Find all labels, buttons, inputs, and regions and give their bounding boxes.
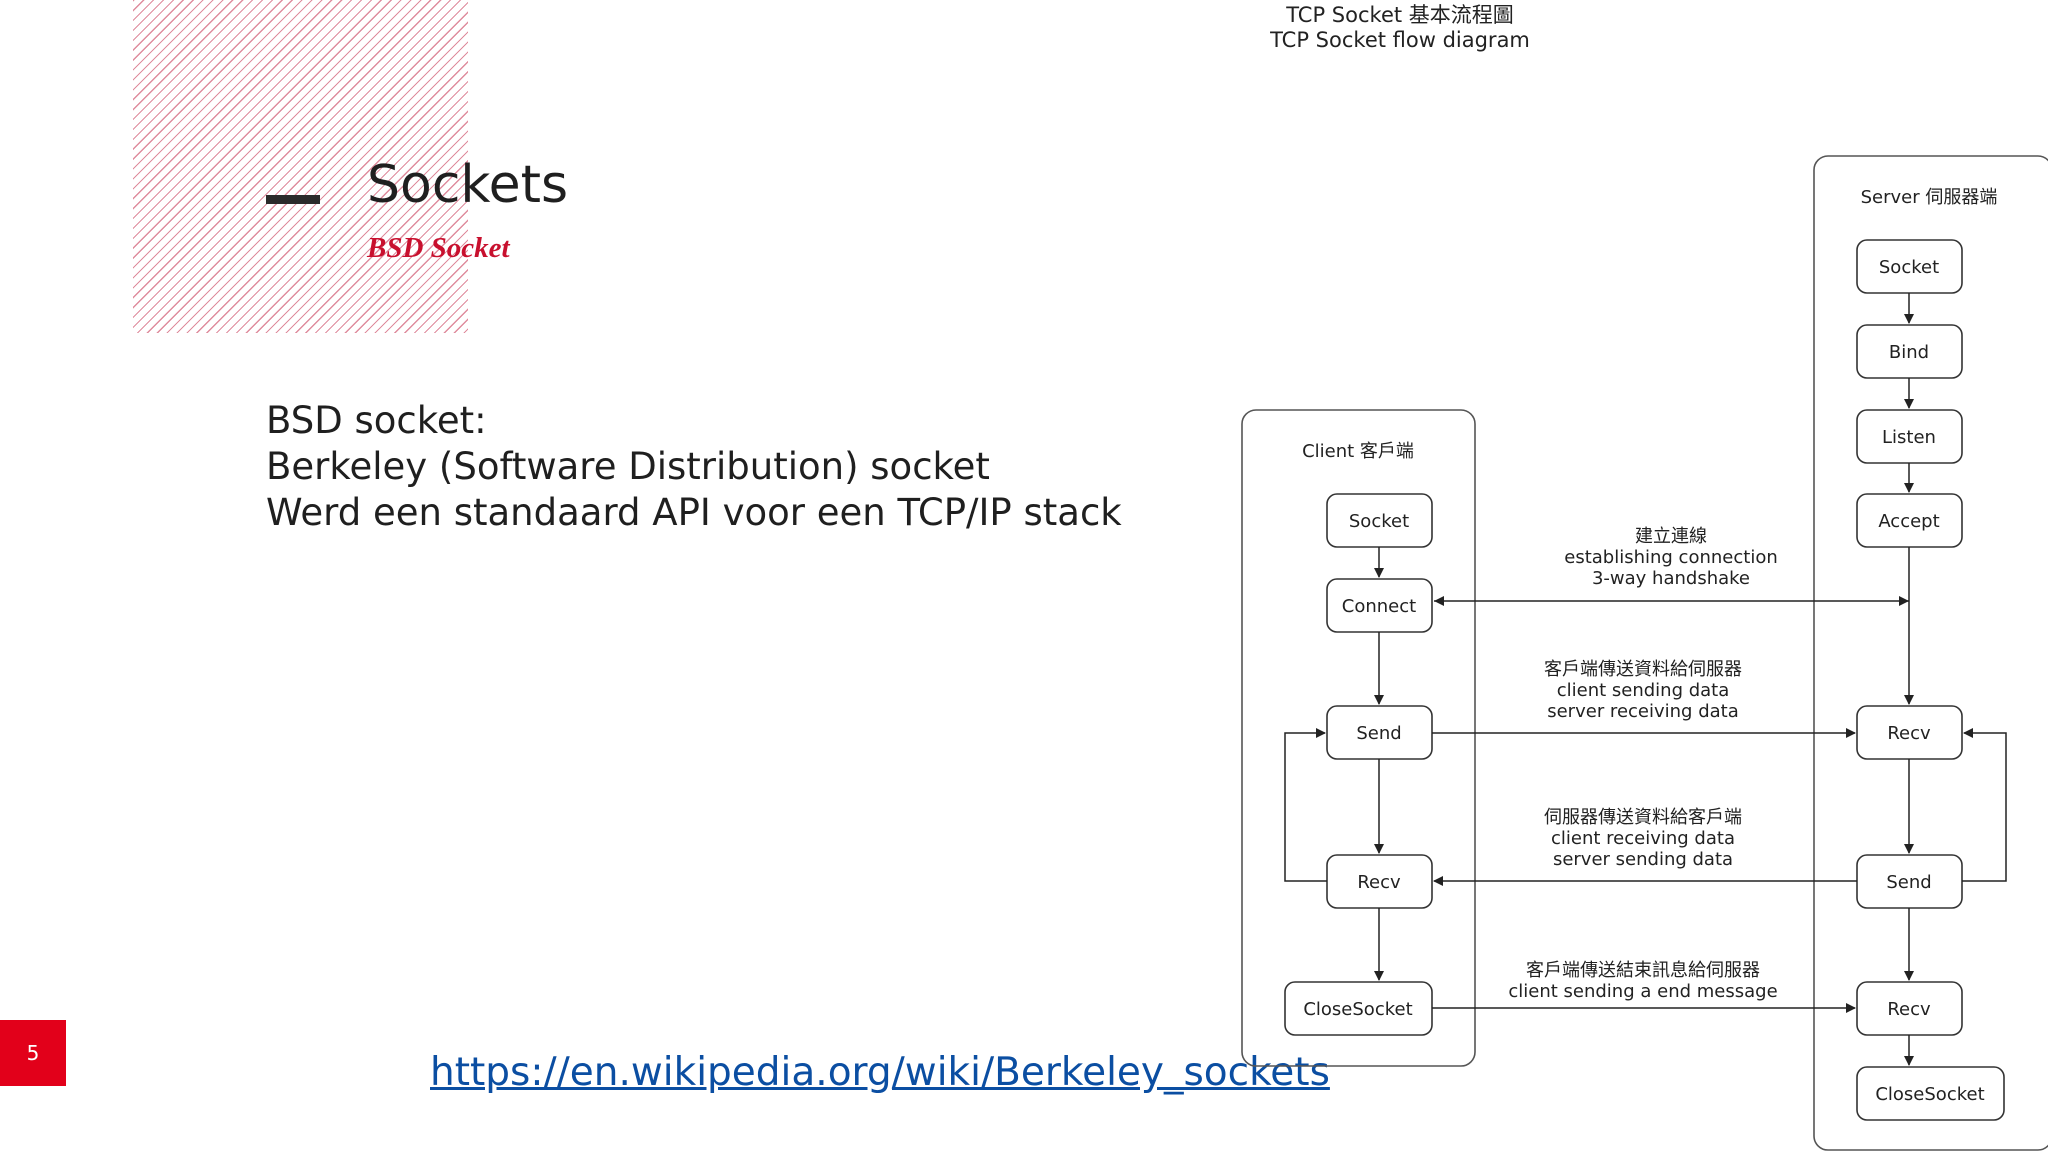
- client-loop-arrow: [1284, 728, 1327, 882]
- server-step-label: Recv: [1887, 999, 1931, 1020]
- message-label-zh: 客戶端傳送結束訊息給伺服器: [1526, 960, 1760, 981]
- diagram-title-zh: TCP Socket 基本流程圖: [1285, 3, 1514, 27]
- message-label: client sending a end message: [1508, 981, 1777, 1002]
- body-line: Berkeley (Software Distribution) socket: [266, 445, 990, 488]
- title-dash: [266, 195, 320, 204]
- body-text: BSD socket: Berkeley (Software Distribut…: [266, 398, 1122, 536]
- client-frame: [1241, 409, 1476, 1067]
- server-step-label: CloseSocket: [1875, 1084, 1984, 1105]
- page-number-badge: 5: [0, 1020, 66, 1086]
- body-line: Werd een standaard API voor een TCP/IP s…: [266, 491, 1122, 534]
- slide-title: Sockets: [367, 155, 569, 215]
- server-loop-arrow: [1962, 728, 2007, 882]
- handshake-arrowhead-left: [1434, 596, 1444, 606]
- slide-subtitle: BSD Socket: [367, 232, 510, 264]
- message-label: server receiving data: [1547, 701, 1739, 722]
- message-label-zh: 伺服器傳送資料給客戶端: [1544, 807, 1742, 828]
- body-line: BSD socket:: [266, 399, 487, 442]
- message-label: client sending data: [1557, 680, 1730, 701]
- message-label-zh: 建立連線: [1635, 526, 1707, 547]
- message-label-zh: 客戶端傳送資料給伺服器: [1544, 659, 1742, 680]
- server-label: Server 伺服器端: [1861, 187, 1998, 208]
- server-step-label: Send: [1886, 872, 1931, 893]
- server-step-closesocket: [1856, 1066, 2005, 1121]
- source-link[interactable]: https://en.wikipedia.org/wiki/Berkeley_s…: [430, 1050, 1330, 1095]
- client-step-label: Recv: [1357, 872, 1401, 893]
- handshake-arrowhead-right: [1899, 596, 1909, 606]
- server-step-label: Bind: [1889, 342, 1929, 363]
- message-label: client receiving data: [1551, 828, 1735, 849]
- client-label: Client 客戶端: [1302, 441, 1414, 462]
- server-step-label: Recv: [1887, 723, 1931, 744]
- message-label: establishing connection: [1564, 547, 1778, 568]
- server-frame: [1813, 155, 2048, 1151]
- message-label: server sending data: [1553, 849, 1733, 870]
- client-step-label: Send: [1356, 723, 1401, 744]
- client-step-label: Socket: [1349, 511, 1409, 532]
- message-label: 3-way handshake: [1592, 568, 1750, 589]
- server-step-label: Listen: [1882, 427, 1936, 448]
- decorative-hatch-pattern: [133, 0, 468, 333]
- server-step-label: Accept: [1878, 511, 1939, 532]
- diagram-title-en: TCP Socket flow diagram: [1269, 28, 1530, 52]
- client-step-label: Connect: [1342, 596, 1416, 617]
- server-step-label: Socket: [1879, 257, 1939, 278]
- client-step-label: CloseSocket: [1303, 999, 1412, 1020]
